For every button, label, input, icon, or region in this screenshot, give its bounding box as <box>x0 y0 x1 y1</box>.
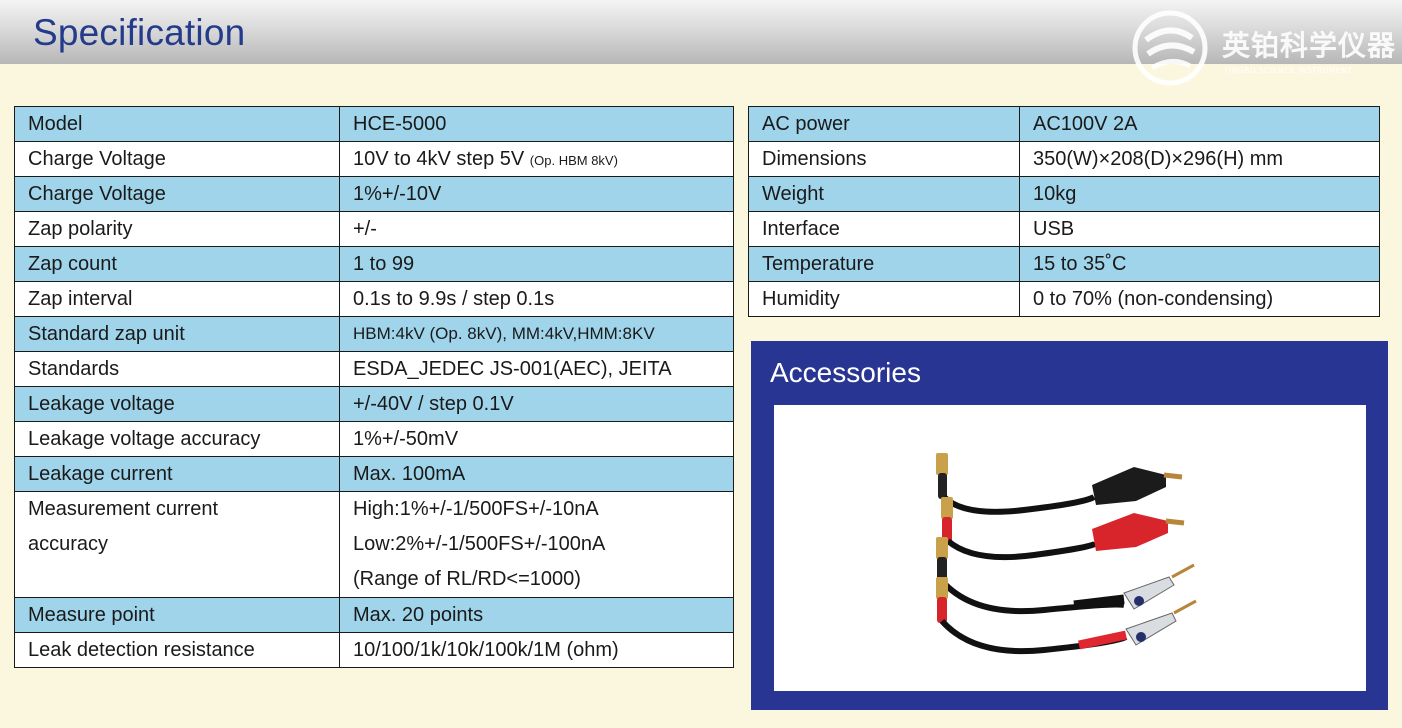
spec-label: Humidity <box>748 281 1020 317</box>
spec-label: Charge Voltage <box>14 141 340 177</box>
spec-value: 1%+/-50mV <box>339 421 734 457</box>
spec-value: 15 to 35˚C <box>1019 246 1380 282</box>
spec-label: Zap count <box>14 246 340 282</box>
spec-value: 1%+/-10V <box>339 176 734 212</box>
spec-label: Standard zap unit <box>14 316 340 352</box>
table-row: AC power AC100V 2A <box>748 106 1380 142</box>
spec-value: 10/100/1k/10k/100k/1M (ohm) <box>339 632 734 668</box>
spec-value: 0.1s to 9.9s / step 0.1s <box>339 281 734 317</box>
spec-table-secondary: AC power AC100V 2A Dimensions 350(W)×208… <box>748 106 1380 317</box>
table-row: Measurement current accuracy High:1%+/-1… <box>14 491 734 598</box>
spec-label: Interface <box>748 211 1020 247</box>
page-title: Specification <box>33 12 246 53</box>
table-row: Weight 10kg <box>748 176 1380 212</box>
spec-label: Leakage current <box>14 456 340 492</box>
spec-value-line: Low:2%+/-1/500FS+/-100nA <box>353 533 606 555</box>
table-row: Model HCE-5000 <box>14 106 734 142</box>
table-row: Charge Voltage 10V to 4kV step 5V (Op. H… <box>14 141 734 177</box>
spec-label: Measure point <box>14 597 340 633</box>
table-row: Standard zap unit HBM:4kV (Op. 8kV), MM:… <box>14 316 734 352</box>
spec-value: High:1%+/-1/500FS+/-10nA Low:2%+/-1/500F… <box>339 491 734 598</box>
spec-value: Max. 20 points <box>339 597 734 633</box>
spec-value: 10kg <box>1019 176 1380 212</box>
accessories-image <box>774 405 1366 691</box>
spec-label: Weight <box>748 176 1020 212</box>
spec-value: 1 to 99 <box>339 246 734 282</box>
spec-value: AC100V 2A <box>1019 106 1380 142</box>
table-row: Zap count 1 to 99 <box>14 246 734 282</box>
spec-value: Max. 100mA <box>339 456 734 492</box>
spec-value: HBM:4kV (Op. 8kV), MM:4kV,HMM:8KV <box>339 316 734 352</box>
spec-label: Leakage voltage <box>14 386 340 422</box>
spec-label: Standards <box>14 351 340 387</box>
spec-label: Measurement current accuracy <box>14 491 340 598</box>
spec-label-line: Measurement current <box>28 498 219 520</box>
spec-label: Model <box>14 106 340 142</box>
table-row: Charge Voltage 1%+/-10V <box>14 176 734 212</box>
spec-value: USB <box>1019 211 1380 247</box>
brand-logo-icon <box>1132 10 1208 86</box>
table-row: Temperature 15 to 35˚C <box>748 246 1380 282</box>
spec-label: AC power <box>748 106 1020 142</box>
table-row: Leak detection resistance 10/100/1k/10k/… <box>14 632 734 668</box>
spec-value-text: 10V to 4kV step 5V <box>353 147 525 170</box>
spec-label-line: accuracy <box>28 533 109 555</box>
table-row: Zap polarity +/- <box>14 211 734 247</box>
spec-label: Charge Voltage <box>14 176 340 212</box>
spec-label: Zap polarity <box>14 211 340 247</box>
accessories-title: Accessories <box>770 357 921 388</box>
test-leads-icon <box>936 453 1197 655</box>
spec-table-main: Model HCE-5000 Charge Voltage 10V to 4kV… <box>14 106 734 668</box>
table-row: Dimensions 350(W)×208(D)×296(H) mm <box>748 141 1380 177</box>
spec-value: +/- <box>339 211 734 247</box>
table-row: Interface USB <box>748 211 1380 247</box>
table-row: Zap interval 0.1s to 9.9s / step 0.1s <box>14 281 734 317</box>
accessories-panel: Accessories <box>751 341 1388 710</box>
spec-label: Leak detection resistance <box>14 632 340 668</box>
spec-value: 10V to 4kV step 5V (Op. HBM 8kV) <box>339 141 734 177</box>
spec-value: 350(W)×208(D)×296(H) mm <box>1019 141 1380 177</box>
table-row: Humidity 0 to 70% (non-condensing) <box>748 281 1380 317</box>
spec-value-line: High:1%+/-1/500FS+/-10nA <box>353 498 599 520</box>
spec-label: Zap interval <box>14 281 340 317</box>
spec-label: Leakage voltage accuracy <box>14 421 340 457</box>
spec-value: +/-40V / step 0.1V <box>339 386 734 422</box>
spec-value-line: (Range of RL/RD<=1000) <box>353 568 581 590</box>
brand-subtitle: YINGBO SCIENCE INSTRUMENT <box>1224 66 1353 75</box>
spec-value-note: (Op. HBM 8kV) <box>529 152 618 168</box>
spec-label: Temperature <box>748 246 1020 282</box>
spec-value: 0 to 70% (non-condensing) <box>1019 281 1380 317</box>
spec-label: Dimensions <box>748 141 1020 177</box>
table-row: Leakage voltage +/-40V / step 0.1V <box>14 386 734 422</box>
table-row: Measure point Max. 20 points <box>14 597 734 633</box>
table-row: Leakage current Max. 100mA <box>14 456 734 492</box>
header-bar: Specification 英铂科学仪器 YINGBO SCIENCE INST… <box>0 0 1402 86</box>
spec-value: HCE-5000 <box>339 106 734 142</box>
table-row: Leakage voltage accuracy 1%+/-50mV <box>14 421 734 457</box>
spec-value: ESDA_JEDEC JS-001(AEC), JEITA <box>339 351 734 387</box>
table-row: Standards ESDA_JEDEC JS-001(AEC), JEITA <box>14 351 734 387</box>
brand-name: 英铂科学仪器 <box>1222 29 1397 62</box>
